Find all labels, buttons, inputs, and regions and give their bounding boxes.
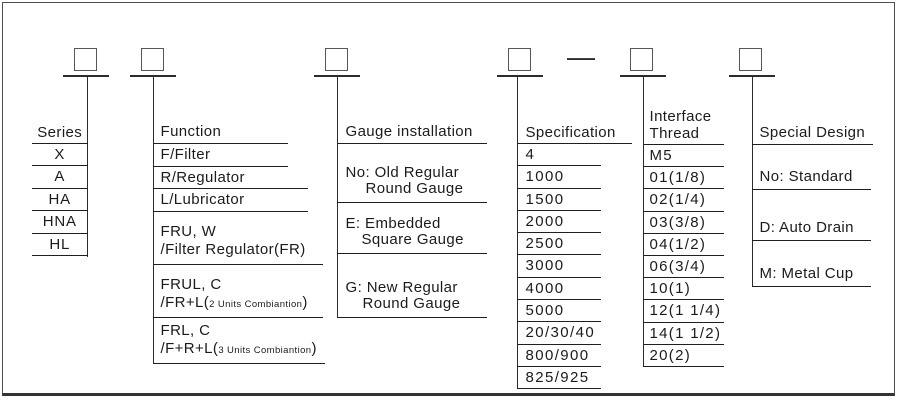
combo-code: FRL, C <box>160 321 211 339</box>
combo-description: /FR+L(2 Units Combiantion) <box>160 294 308 311</box>
series-item: HA <box>32 189 88 212</box>
function-header: Function <box>152 122 288 144</box>
specification-item: 825/925 <box>516 367 601 390</box>
diagram-border <box>2 2 895 396</box>
gauge-column: Gauge installation No: Old Regular Round… <box>336 122 487 318</box>
series-item: X <box>32 144 88 167</box>
series-item: HL <box>32 234 88 256</box>
function-item-combo: FRU, W /Filter Regulator(FR) <box>152 212 323 265</box>
interface-thread-column: Interface Thread M5 01(1/8) 02(1/4) 03(3… <box>642 108 724 367</box>
gauge-item: No: Old Regular Round Gauge <box>336 144 487 203</box>
interface-thread-item: 01(1/8) <box>642 167 724 190</box>
series-item: HNA <box>32 211 88 234</box>
interface-thread-item: M5 <box>642 145 724 168</box>
specification-item: 20/30/40 <box>516 322 601 345</box>
interface-thread-item: 03(3/8) <box>642 212 724 234</box>
leader-line-special-design <box>751 76 753 287</box>
code-box-function <box>141 48 164 71</box>
gauge-item: E: Embedded Square Gauge <box>336 203 487 254</box>
specification-item: 4000 <box>516 278 601 301</box>
gauge-header: Gauge installation <box>336 122 487 144</box>
specification-item: 800/900 <box>516 345 601 367</box>
gauge-item: G: New Regular Round Gauge <box>336 254 487 318</box>
specification-item: 2000 <box>516 211 601 234</box>
function-item: L/Lubricator <box>152 189 308 212</box>
leader-line-series <box>86 76 88 257</box>
interface-thread-item: 06(3/4) <box>642 256 724 279</box>
function-column: Function F/Filter R/Regulator L/Lubricat… <box>152 122 325 364</box>
specification-column: Specification 4 1000 1500 2000 2500 3000… <box>516 122 632 390</box>
interface-thread-item: 20(2) <box>642 345 724 367</box>
function-item: F/Filter <box>152 144 288 167</box>
function-item: R/Regulator <box>152 167 308 189</box>
special-design-header: Special Design <box>751 122 873 145</box>
interface-thread-item: 10(1) <box>642 278 724 301</box>
specification-item: 3000 <box>516 255 601 278</box>
tick-series <box>63 75 109 77</box>
interface-thread-item: 02(1/4) <box>642 189 724 212</box>
specification-item: 5000 <box>516 300 601 323</box>
interface-thread-item: 12(1 1/4) <box>642 300 724 323</box>
specification-item: 2500 <box>516 233 601 256</box>
special-design-item: M: Metal Cup <box>751 241 871 287</box>
specification-item: 4 <box>516 144 601 167</box>
specification-header: Specification <box>516 122 632 144</box>
dash-separator: — <box>567 41 595 72</box>
special-design-column: Special Design No: Standard D: Auto Drai… <box>751 122 873 287</box>
series-column: Series X A HA HNA HL <box>32 122 88 256</box>
leader-line-gauge <box>336 76 338 317</box>
function-item-combo: FRL, C /F+R+L(3 Units Combiantion) <box>152 318 325 364</box>
function-item-combo: FRUL, C /FR+L(2 Units Combiantion) <box>152 265 323 318</box>
code-box-specification <box>508 48 531 71</box>
combo-code: FRUL, C <box>160 275 222 293</box>
code-box-series <box>74 48 97 71</box>
leader-line-interface-thread <box>642 76 644 367</box>
code-box-interface-thread <box>630 48 653 71</box>
special-design-item: No: Standard <box>751 145 871 190</box>
code-box-special-design <box>739 48 762 71</box>
tick-specification <box>497 75 543 77</box>
combo-description: /F+R+L(3 Units Combiantion) <box>160 340 317 357</box>
code-box-gauge <box>325 48 348 71</box>
interface-thread-item: 04(1/2) <box>642 234 724 256</box>
combo-description: /Filter Regulator(FR) <box>160 241 306 258</box>
specification-item: 1500 <box>516 189 601 211</box>
specification-item: 1000 <box>516 166 601 189</box>
series-item: A <box>32 166 88 189</box>
series-header: Series <box>32 122 88 144</box>
leader-line-function <box>152 76 154 364</box>
special-design-item: D: Auto Drain <box>751 190 871 241</box>
combo-code: FRU, W <box>160 222 217 240</box>
interface-thread-header: Interface Thread <box>642 108 724 145</box>
interface-thread-item: 14(1 1/2) <box>642 323 724 345</box>
